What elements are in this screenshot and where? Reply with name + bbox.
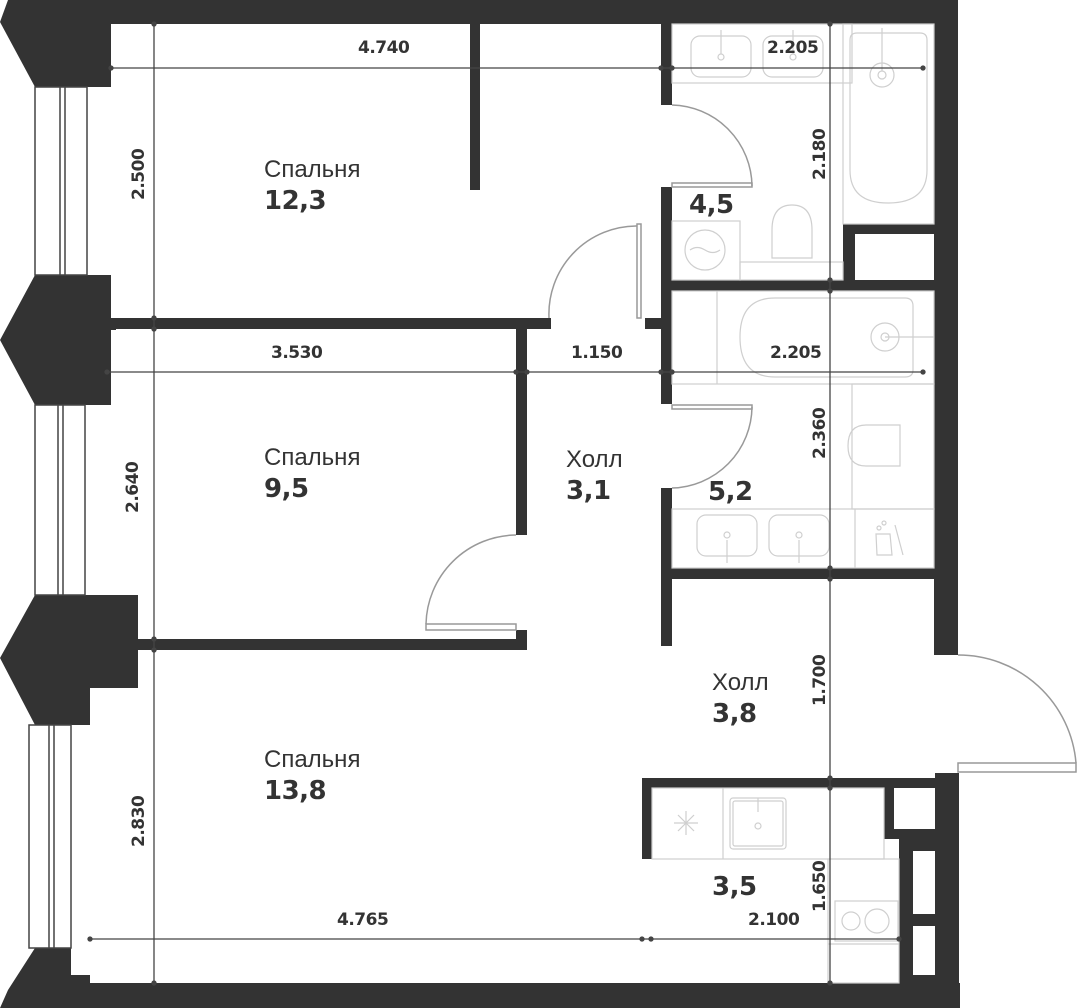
room-area-bathroom-1: 4,5 xyxy=(689,190,734,220)
dim-bathroom1-width: 2.205 xyxy=(767,38,819,58)
dim-bathroom1-depth: 2.180 xyxy=(810,128,830,180)
dim-bedroom1-width: 4.740 xyxy=(358,38,410,58)
dimension-lines xyxy=(87,21,926,986)
room-area-hall-1: 3,1 xyxy=(566,476,611,506)
dim-bedroom1-depth: 2.500 xyxy=(129,148,149,200)
room-name-bedroom-3: Спальня xyxy=(264,746,361,773)
room-name-hall-2: Холл xyxy=(712,669,769,696)
fixtures xyxy=(651,23,935,984)
dim-bedroom3-depth: 2.830 xyxy=(129,795,149,847)
dim-bedroom3-width: 4.765 xyxy=(337,910,389,930)
dim-bathroom2-width: 2.205 xyxy=(770,343,822,363)
facade-piers xyxy=(0,0,138,1008)
room-area-bathroom-2: 5,2 xyxy=(708,477,753,507)
snowflake-icon xyxy=(674,811,698,835)
room-area-bedroom-1: 12,3 xyxy=(264,186,327,216)
room-area-kitchen: 3,5 xyxy=(712,872,757,902)
dim-hall2-depth: 1.700 xyxy=(810,654,830,706)
room-area-bedroom-2: 9,5 xyxy=(264,474,309,504)
room-name-bedroom-1: Спальня xyxy=(264,156,361,183)
dim-bedroom2-depth: 2.640 xyxy=(123,461,143,513)
dim-kitchen-width: 2.100 xyxy=(748,910,800,930)
dim-bathroom2-depth: 2.360 xyxy=(810,407,830,459)
room-area-hall-2: 3,8 xyxy=(712,699,757,729)
room-name-hall-1: Холл xyxy=(566,446,623,473)
room-name-bedroom-2: Спальня xyxy=(264,444,361,471)
room-area-bedroom-3: 13,8 xyxy=(264,776,327,806)
dim-kitchen-depth: 1.650 xyxy=(810,860,830,912)
windows xyxy=(28,86,88,949)
doors xyxy=(425,104,1077,773)
dim-bedroom2-width: 3.530 xyxy=(271,343,323,363)
outer-walls xyxy=(90,0,960,1008)
dim-hall1-width: 1.150 xyxy=(571,343,623,363)
interior-walls xyxy=(111,24,958,989)
